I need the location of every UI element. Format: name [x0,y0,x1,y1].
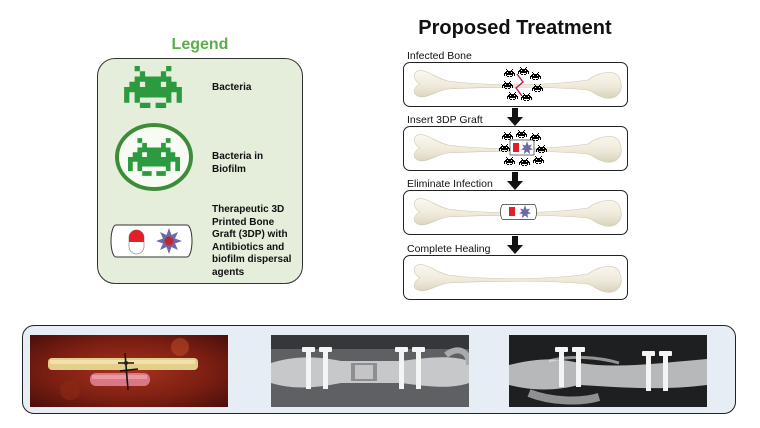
surgical-photo [30,335,228,407]
graft-inserted-bone-image [413,130,622,166]
down-arrow-icon [507,108,523,126]
graft-cleared-bone-image [413,198,622,227]
legend-item-biofilm: Bacteria in Biofilm [212,151,264,175]
legend-item-graft: Therapeutic 3D Printed Bone Graft (3DP) … [212,204,292,278]
infected-bone-image [413,67,622,101]
bone-graft-icon [110,224,193,258]
step-label-infected-bone: Infected Bone [407,50,472,62]
down-arrow-icon [507,172,523,190]
down-arrow-icon [507,236,523,254]
step-label-eliminate-infection: Eliminate Infection [407,178,493,190]
step-label-complete-healing: Complete Healing [407,243,491,255]
legend-item-bacteria: Bacteria [212,82,252,93]
treatment-title: Proposed Treatment [418,17,612,39]
healed-bone-image [413,264,622,293]
bacteria-icon [124,66,182,108]
xray-implant-image [271,335,469,407]
biofilm-bacteria-icon [115,123,193,191]
xray-healed-image [509,335,707,407]
step-label-insert-graft: Insert 3DP Graft [407,114,483,126]
legend-title: Legend [171,36,229,53]
